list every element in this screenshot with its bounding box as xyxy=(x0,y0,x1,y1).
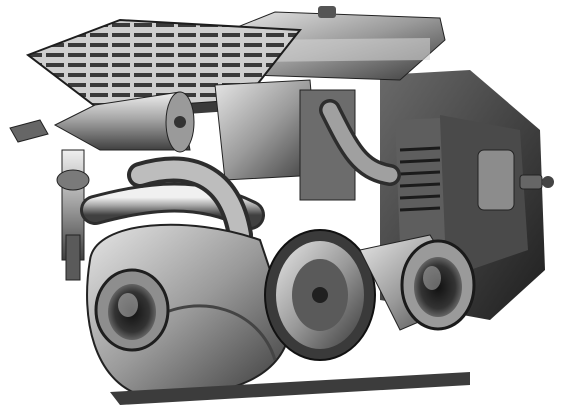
cooling-fins xyxy=(399,146,441,212)
intake-funnel xyxy=(53,91,195,153)
fuel-cap-icon xyxy=(318,6,336,18)
valve-handle-icon xyxy=(9,119,49,143)
right-discharge-port xyxy=(359,234,476,331)
suction-chamber xyxy=(264,229,376,361)
manifold-pipes xyxy=(80,99,401,248)
side-fitting xyxy=(519,174,554,190)
pump-housing xyxy=(86,223,292,398)
left-discharge-port xyxy=(94,268,170,352)
base-frame xyxy=(110,372,470,405)
priming-valve xyxy=(9,119,90,281)
